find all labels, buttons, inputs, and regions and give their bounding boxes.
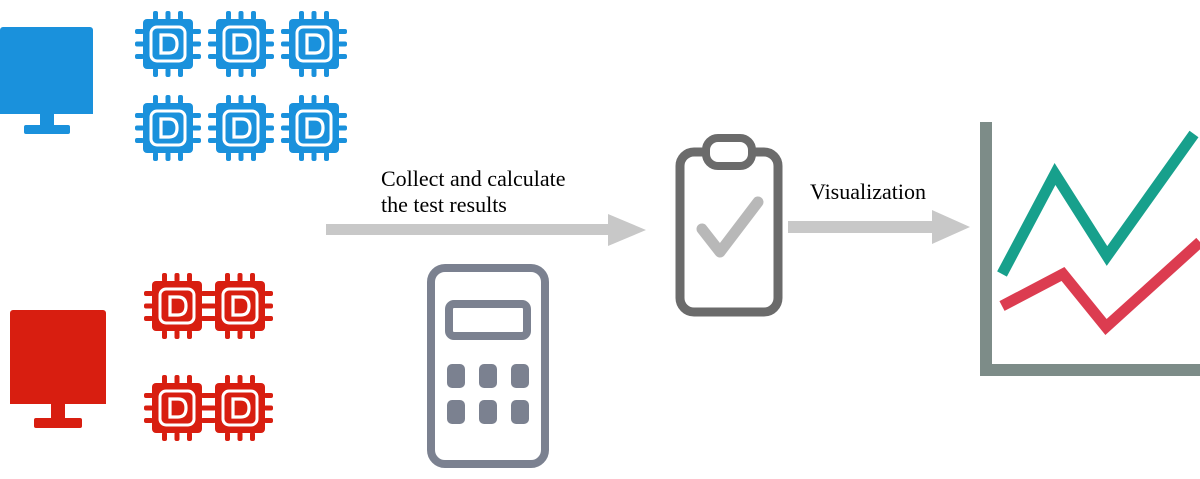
blue-monitor-icon	[0, 27, 93, 134]
collect-calculate-label: Collect and calculate the test results	[381, 166, 565, 218]
chip-icon	[133, 93, 203, 163]
chip-icon	[206, 9, 276, 79]
chip-icon	[279, 9, 349, 79]
red-chip-cluster	[142, 271, 275, 443]
collect-label-line1: Collect and calculate	[381, 166, 566, 191]
line-chart-icon	[980, 122, 1200, 376]
collect-label-line2: the test results	[381, 192, 507, 217]
chip-icon	[142, 271, 212, 341]
collect-arrow	[326, 214, 646, 246]
red-monitor-icon	[10, 310, 106, 428]
chip-icon	[279, 93, 349, 163]
chip-icon	[205, 271, 275, 341]
blue-chip-grid	[133, 9, 349, 163]
clipboard-check-icon	[675, 134, 783, 317]
visualization-arrow	[788, 210, 970, 244]
chip-icon	[133, 9, 203, 79]
calculator-icon	[427, 264, 549, 468]
chip-icon	[205, 373, 275, 443]
chip-icon	[142, 373, 212, 443]
chip-icon	[206, 93, 276, 163]
visualization-label: Visualization	[810, 179, 926, 204]
